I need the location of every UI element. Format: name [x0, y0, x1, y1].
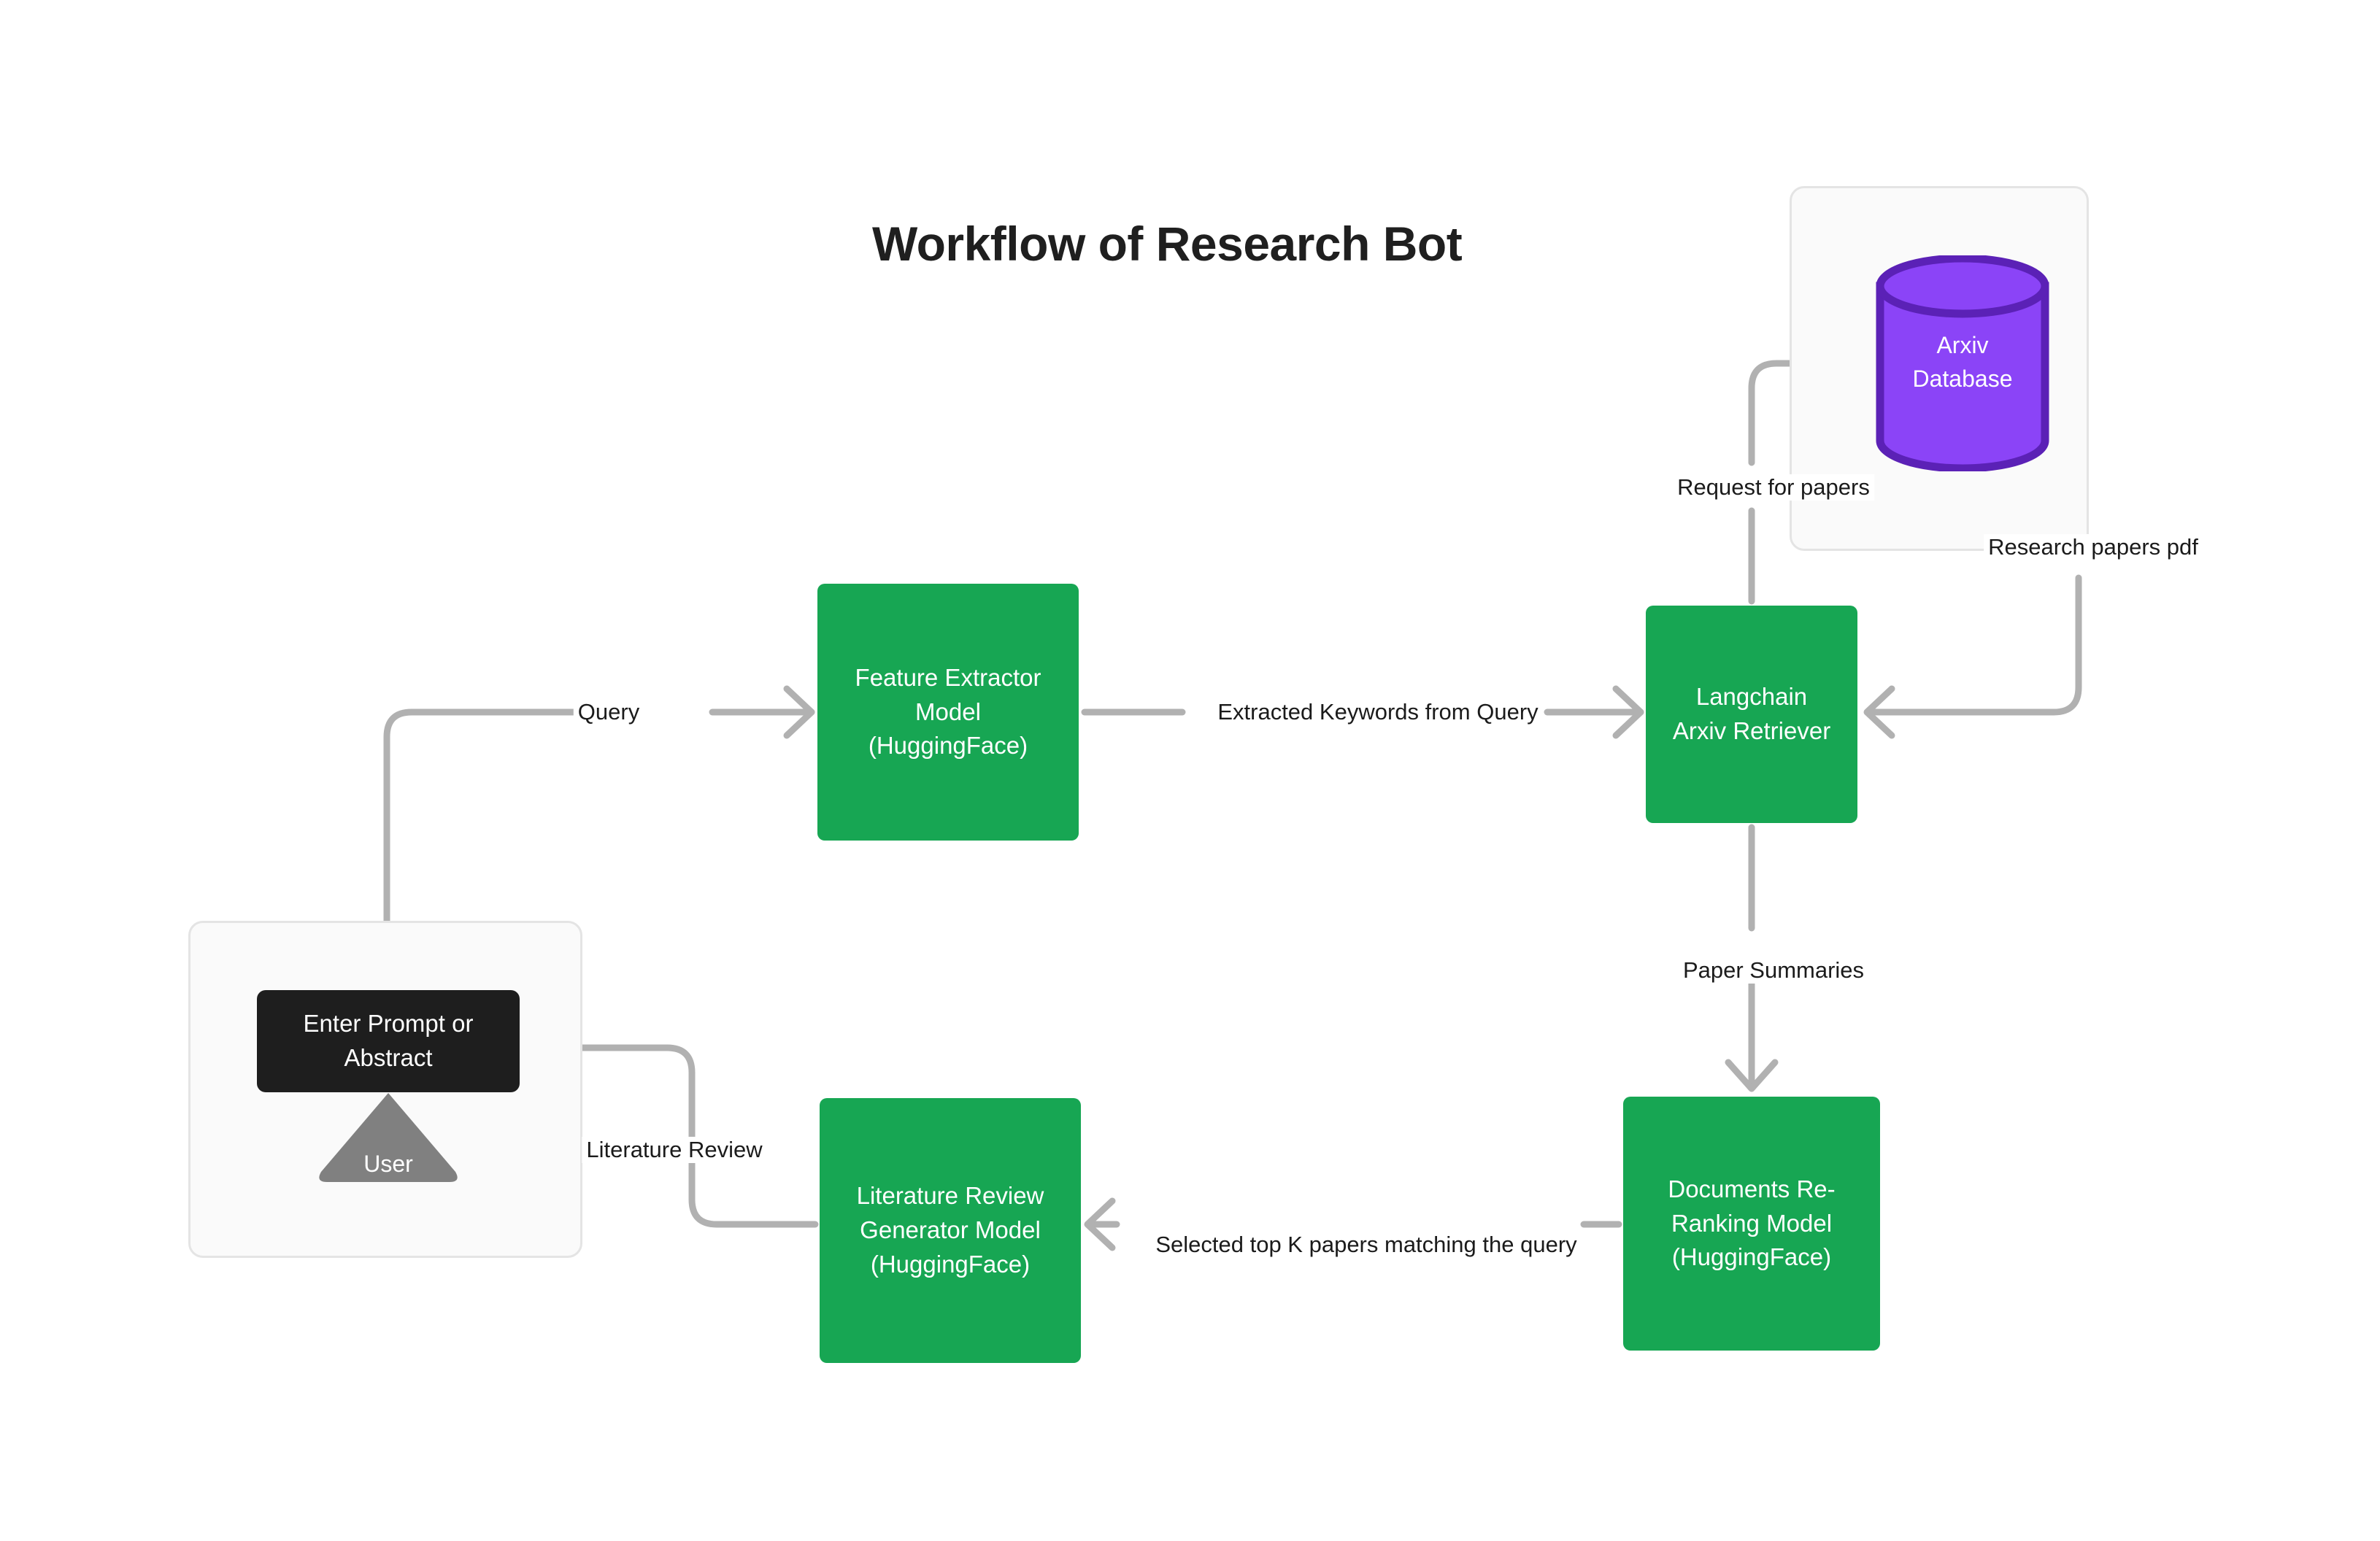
node-user[interactable]: User: [315, 1090, 461, 1183]
edge-query-arrowhead: [783, 685, 815, 739]
edge-pdf-path-2: [1865, 574, 2082, 716]
edge-summaries-arrowhead: [1725, 1059, 1779, 1092]
page-title: Workflow of Research Bot: [872, 217, 1463, 271]
node-rerank-label: Documents Re- Ranking Model (HuggingFace…: [1668, 1175, 1836, 1271]
edge-label-paper-summaries: Paper Summaries: [1678, 957, 1869, 984]
node-prompt-label: Enter Prompt or Abstract: [303, 1010, 474, 1071]
node-literature-review-generator-model[interactable]: Literature Review Generator Model (Huggi…: [820, 1098, 1081, 1363]
edge-label-request-for-papers: Request for papers: [1673, 474, 1874, 501]
node-arxiv-database[interactable]: Arxiv Database: [1876, 255, 2049, 471]
node-langchain-label: Langchain Arxiv Retriever: [1672, 683, 1831, 744]
node-user-label: User: [363, 1151, 413, 1177]
node-langchain-arxiv-retriever[interactable]: Langchain Arxiv Retriever: [1646, 606, 1857, 823]
edge-label-selected-top-k: Selected top K papers matching the query: [1151, 1232, 1582, 1258]
user-triangle-icon: [319, 1093, 458, 1182]
node-documents-reranking-model[interactable]: Documents Re- Ranking Model (HuggingFace…: [1623, 1097, 1880, 1351]
edge-label-literature-review: Literature Review: [582, 1137, 767, 1163]
edge-pdf-arrowhead: [1863, 685, 1895, 739]
edge-topk-arrowhead: [1084, 1197, 1116, 1251]
edge-label-query: Query: [573, 699, 644, 725]
node-arxiv-database-label: Arxiv Database: [1912, 332, 2013, 393]
edge-label-research-papers-pdf: Research papers pdf: [1984, 534, 2203, 560]
edge-label-extracted-keywords: Extracted Keywords from Query: [1213, 699, 1543, 725]
node-litreview-label: Literature Review Generator Model (Huggi…: [856, 1182, 1044, 1278]
node-feature-extractor-label: Feature Extractor Model (HuggingFace): [855, 663, 1041, 760]
edge-litreview-path: [606, 1044, 819, 1228]
node-enter-prompt-or-abstract[interactable]: Enter Prompt or Abstract: [257, 990, 520, 1092]
node-feature-extractor-model[interactable]: Feature Extractor Model (HuggingFace): [817, 584, 1079, 841]
database-cylinder-icon: [1876, 255, 2049, 471]
edge-keywords-arrowhead: [1612, 685, 1644, 739]
